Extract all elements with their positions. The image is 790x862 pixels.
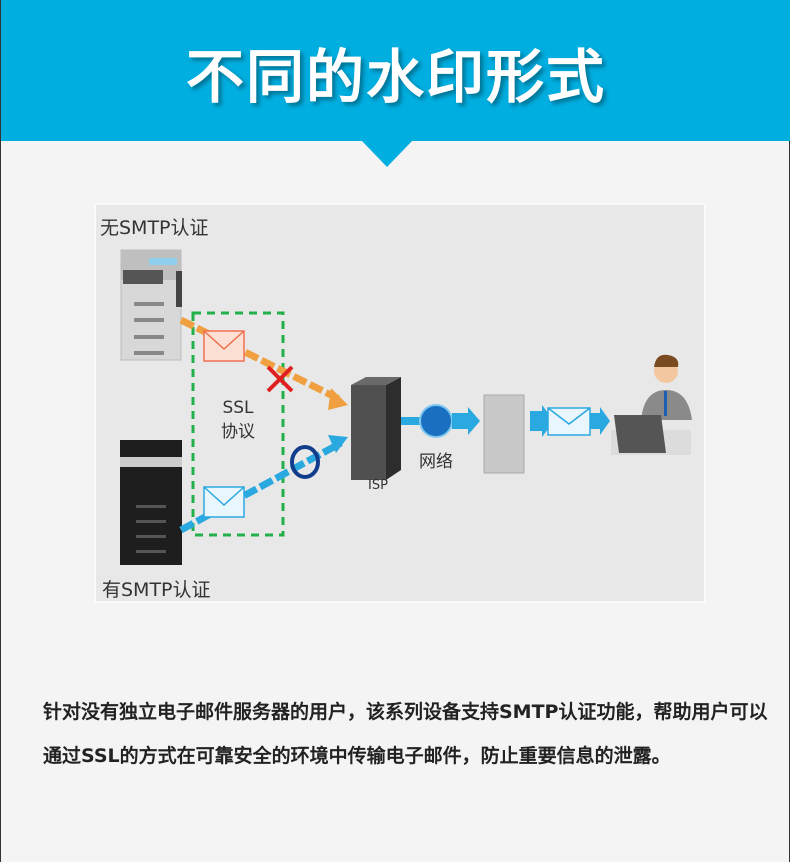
ssl-label-2: 协议 — [221, 422, 255, 442]
label-without-smtp: 无SMTP认证 — [100, 217, 209, 239]
ok-circle-icon — [290, 445, 320, 479]
printer-bottom-icon — [120, 440, 182, 565]
header-banner: 不同的水印形式 — [1, 0, 790, 141]
isp-label: ISP — [368, 478, 388, 493]
banner-pointer — [361, 140, 413, 167]
mail-server-icon — [483, 394, 525, 474]
diagram-graphics: SSL 协议 ISP 网络 — [120, 249, 692, 565]
page-title: 不同的水印形式 — [185, 43, 606, 111]
isp-server-icon — [351, 377, 401, 480]
ssl-label-1: SSL — [222, 398, 254, 418]
description-text: 针对没有独立电子邮件服务器的用户，该系列设备支持SMTP认证功能，帮助用户可以通… — [43, 701, 768, 767]
smtp-diagram: 无SMTP认证 有SMTP认证 SSL 协议 — [94, 203, 706, 603]
user-at-laptop-icon — [611, 354, 692, 455]
cross-icon — [266, 365, 294, 393]
label-with-smtp: 有SMTP认证 — [102, 579, 211, 601]
printer-top-icon — [120, 249, 182, 361]
network-label: 网络 — [419, 452, 453, 472]
globe-icon — [419, 404, 453, 438]
ssl-box — [191, 311, 285, 537]
